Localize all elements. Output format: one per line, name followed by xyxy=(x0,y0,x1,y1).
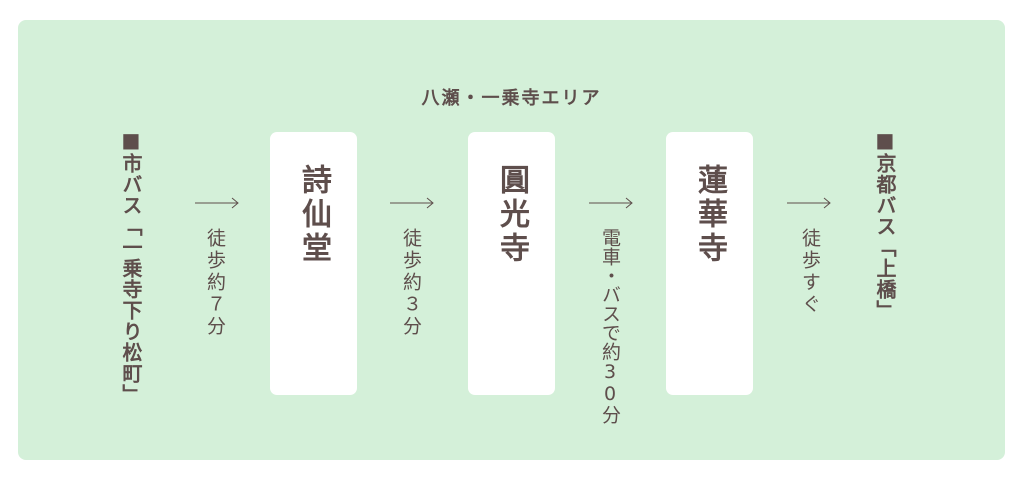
arrow-right-icon xyxy=(589,197,633,209)
arrow-right-icon xyxy=(787,197,831,209)
end-bus-stop: ■京都バス「上橋」 xyxy=(873,128,897,321)
arrow-right-icon xyxy=(195,197,239,209)
spot-name: 詩仙堂 xyxy=(296,164,331,266)
arrow-right-icon xyxy=(390,197,434,209)
step-walk-soon: 徒歩すぐ xyxy=(799,228,821,316)
start-bus-stop: ■市バス「一乗寺下り松町」 xyxy=(119,128,143,405)
area-title: 八瀬・一乗寺エリア xyxy=(421,88,602,109)
spot-box-enkoji: 圓光寺 xyxy=(468,132,555,395)
spot-box-shisendo: 詩仙堂 xyxy=(270,132,357,395)
step-train-bus-30min: 電車・バスで約30分 xyxy=(599,228,621,424)
step-walk-7min: 徒歩約７分 xyxy=(204,228,226,338)
spot-box-rengeji: 蓮華寺 xyxy=(666,132,753,395)
spot-name: 圓光寺 xyxy=(494,164,529,266)
spot-name: 蓮華寺 xyxy=(692,164,727,266)
step-walk-3min: 徒歩約３分 xyxy=(400,228,422,338)
